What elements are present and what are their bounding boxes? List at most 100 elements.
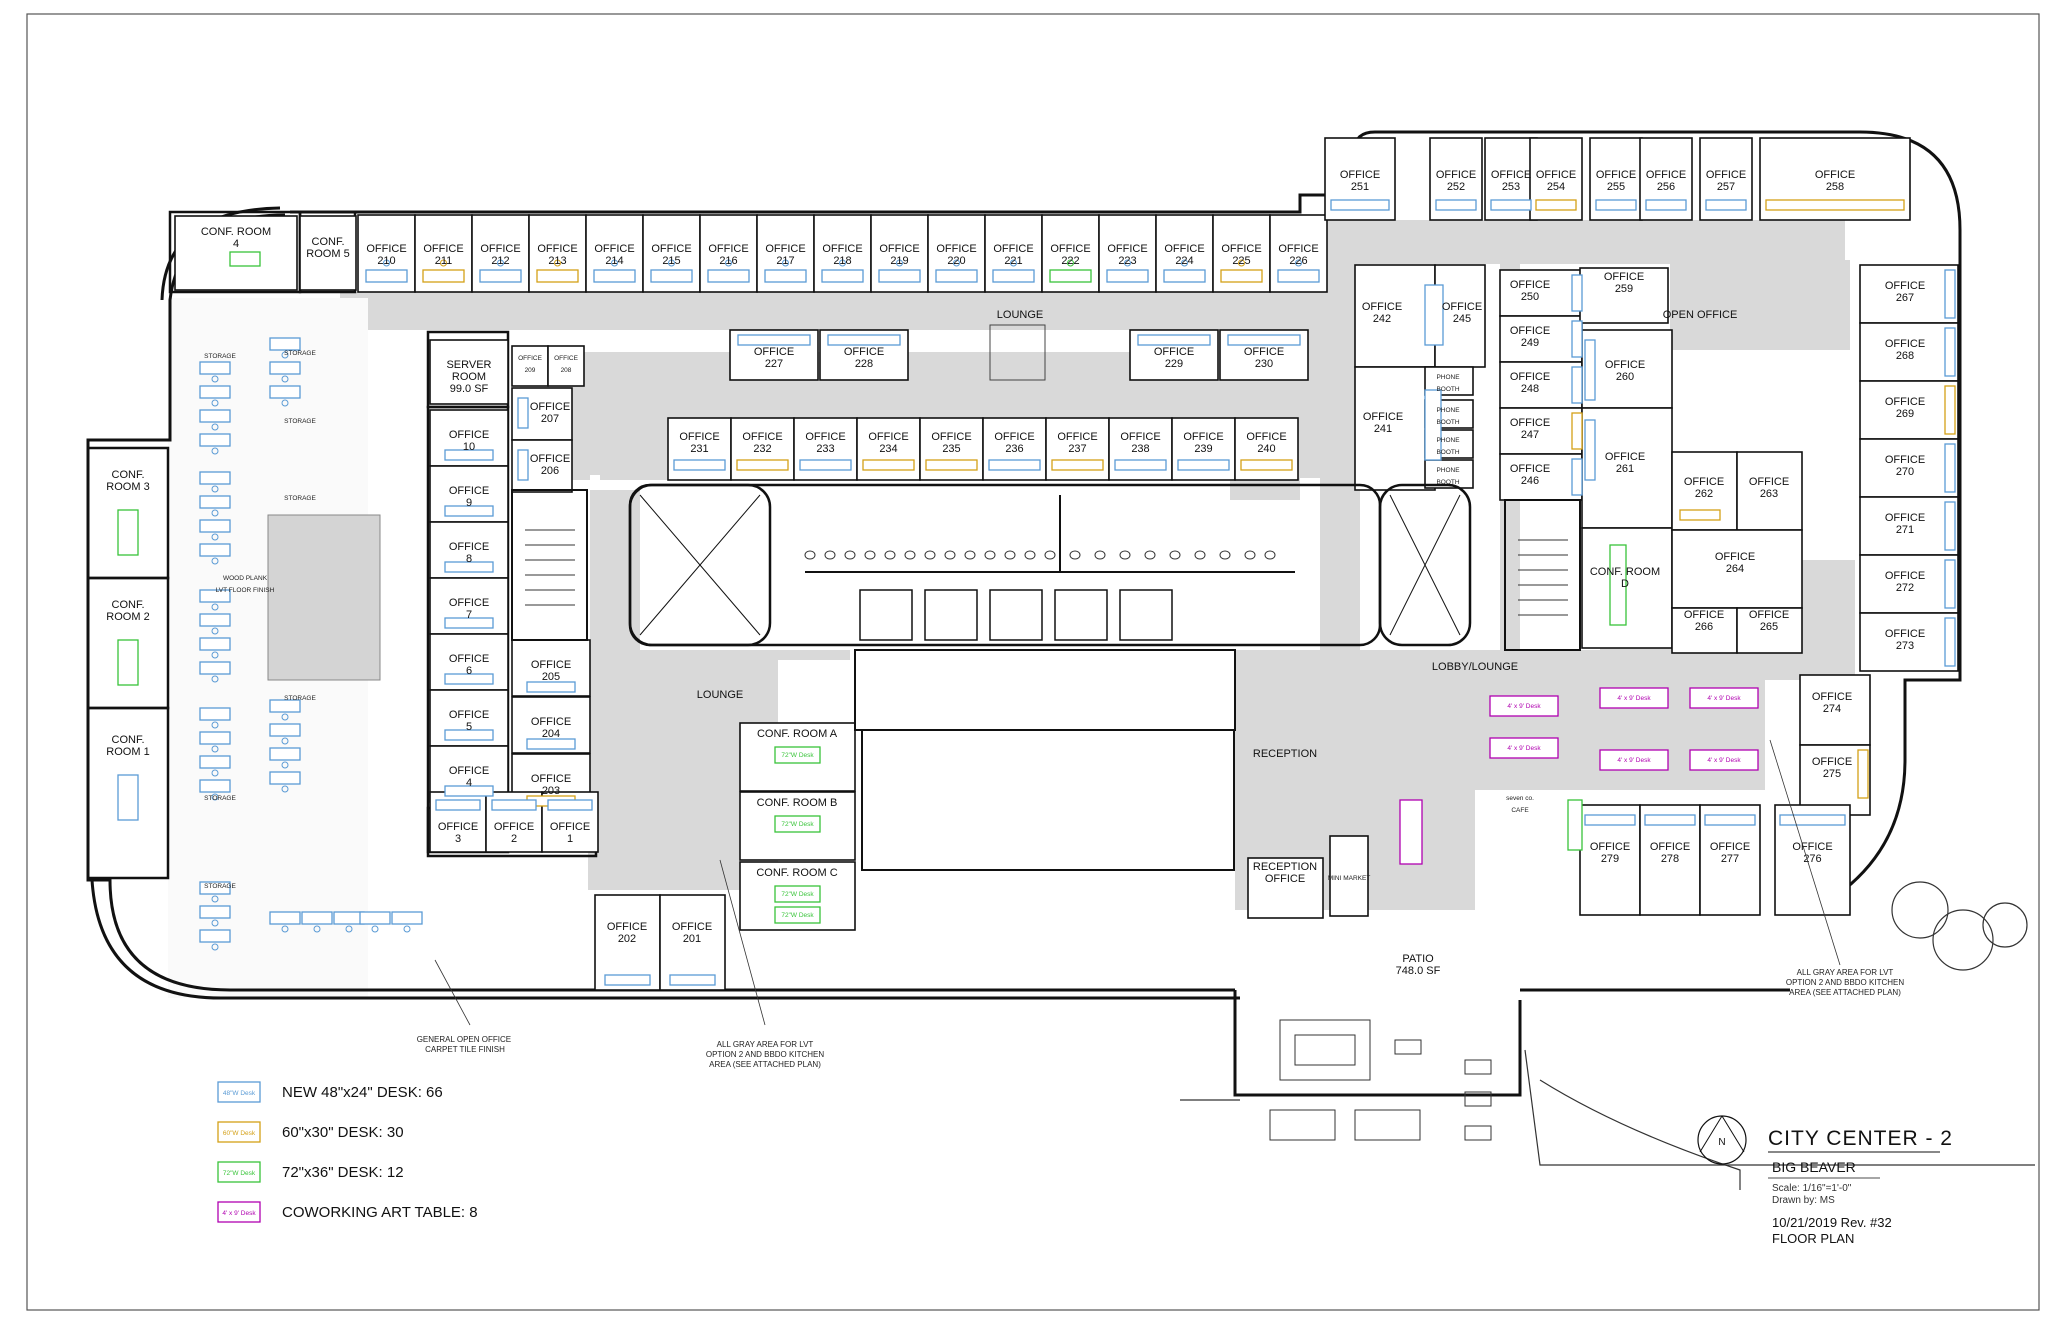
chair-icon [281,925,289,933]
office-255-desk [1595,199,1637,211]
legend-swatch [217,1161,261,1183]
lounge-sofa [989,324,1046,381]
toilet-icon [1264,550,1276,560]
toilet-icon [1044,550,1056,560]
open-office-desk [199,433,231,447]
desk-label: 4' x 9' Desk [1707,757,1741,764]
open-office-desk [199,589,231,603]
office-9-desk [444,505,494,517]
lobby-label: LOBBY/LOUNGE [1432,661,1518,673]
art-table-4 [1689,687,1759,709]
office-201-desk [669,974,716,986]
office-242-desk [1424,284,1444,346]
chair-icon [211,423,219,431]
conf-confA-desk [774,746,821,764]
server-room [429,339,509,405]
legend-swatch-label: 72"W Desk [223,1170,256,1177]
open-office-desk [269,911,301,925]
office-248 [1499,361,1583,409]
plan-notes: GENERAL OPEN OFFICE CARPET TILE FINISH A… [417,968,1905,1069]
toilet-icon [1194,550,1206,560]
office-266 [1671,607,1738,654]
title-block: N CITY CENTER - 2 BIG BEAVER Scale: 1/16… [1697,1115,1952,1246]
revision-text: 10/21/2019 Rev. #32 [1772,1215,1892,1230]
chair-icon [554,259,561,267]
office-206-desk [517,449,529,481]
chair-icon [211,919,219,927]
office-235-desk [925,459,978,471]
toilet-icon [1144,550,1156,560]
toilet-icon [824,550,836,560]
office-270-desk [1944,443,1956,493]
conf3-desk [117,509,139,556]
conf-confC-desk [774,885,821,903]
chair-icon [281,761,289,769]
toilet-icon [1069,550,1081,560]
open-office-desk [199,637,231,651]
conf-confB-label: CONF. ROOM B [757,797,838,809]
left-conf1-label: CONF.ROOM 1 [106,734,149,758]
storage-label: STORAGE [284,495,316,502]
chair-icon [281,713,289,721]
desk-label: 4' x 9' Desk [1507,703,1541,710]
toilet-icon [1169,550,1181,560]
office-1-desk [547,799,593,811]
office-220-desk [935,269,978,283]
office-222-desk [1049,269,1092,283]
office-267-desk [1944,269,1956,319]
toilet-icon [844,550,856,560]
chair-icon [1124,259,1131,267]
patio-furniture [1269,1019,1492,1141]
toilet-icon [904,550,916,560]
office-259 [1579,267,1669,324]
open-office-desk [199,661,231,675]
chair-icon [211,485,219,493]
toilet-icon [984,550,996,560]
chair-icon [281,737,289,745]
chair-icon [281,399,289,407]
toilet-icon [804,550,816,560]
open-office-desk [199,495,231,509]
open-office-desk [359,911,391,925]
open-office-label: OPEN OFFICE [1663,309,1738,321]
legend-swatch [217,1121,261,1143]
office-202-desk [604,974,651,986]
office-273 [1859,612,1959,672]
office-246-desk [1571,458,1583,496]
restroom-fixtures [804,550,1276,560]
legend-swatch [217,1201,261,1223]
office-217-desk [764,269,807,283]
office-278-desk [1644,814,1696,826]
open-office-desk [269,747,301,761]
conf2-desk [117,639,139,686]
chair-icon [211,721,219,729]
general-open-office-note: GENERAL OPEN OFFICE CARPET TILE FINISH [417,1035,514,1054]
office-231-desk [673,459,726,471]
office-234-desk [862,459,915,471]
office-249-desk [1571,320,1583,358]
office-218-desk [821,269,864,283]
office-7-desk [444,617,494,629]
trees [1180,881,2035,1190]
